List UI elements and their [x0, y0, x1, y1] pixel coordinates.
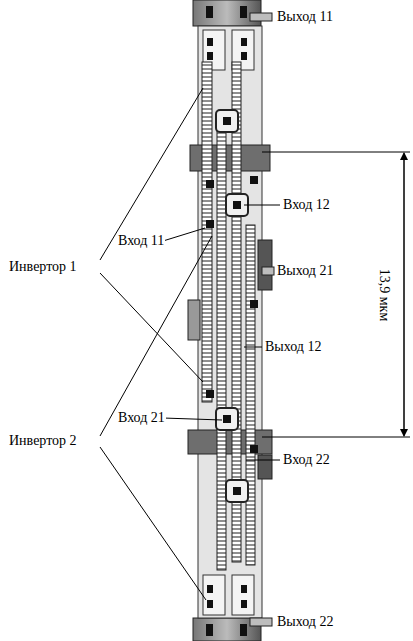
- inverter-label: Инвертор 2: [8, 432, 78, 450]
- output-pin-label: Выход 12: [264, 338, 322, 356]
- output-pin-label: Выход 21: [276, 262, 334, 280]
- input-pin-label: Вход 22: [282, 451, 331, 469]
- input-pin-label: Вход 12: [282, 196, 331, 214]
- input-pin-label: Вход 11: [117, 232, 165, 250]
- input-pin-label: Вход 21: [117, 409, 166, 427]
- output-pin-label: Выход 11: [276, 8, 334, 26]
- output-pin-label: Выход 22: [276, 613, 334, 631]
- inverter-label: Инвертор 1: [8, 258, 78, 276]
- dimension-label: 13,9 мкм: [375, 268, 393, 323]
